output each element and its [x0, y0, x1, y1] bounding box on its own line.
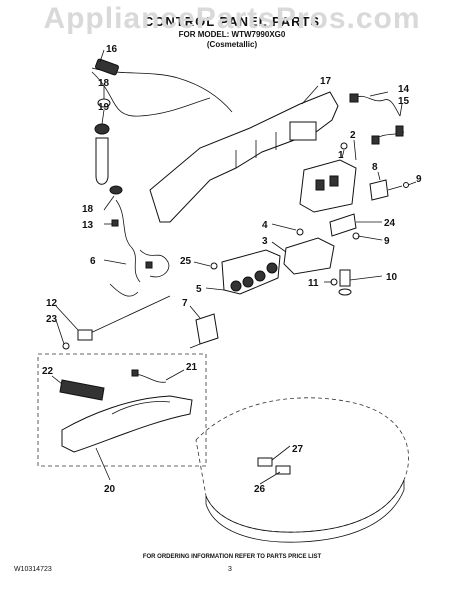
callout-1: 1	[338, 150, 344, 161]
page-number: 3	[228, 566, 232, 573]
callout-26: 26	[254, 484, 266, 495]
part-wire-12	[62, 295, 171, 350]
callout-19: 19	[98, 102, 110, 113]
inset-box	[37, 353, 207, 467]
document-number: W10314723	[14, 566, 52, 573]
callout-18: 18	[98, 78, 110, 89]
callout-20: 20	[104, 484, 116, 495]
leader-lines	[51, 49, 417, 485]
part-console	[149, 91, 339, 223]
callout-9: 9	[416, 174, 422, 185]
model-line: FOR MODEL: WTW7990XG0	[178, 30, 286, 39]
callout-24: 24	[384, 218, 396, 229]
variant-line: (Cosmetallic)	[206, 40, 258, 49]
part-nut-ring	[94, 98, 123, 195]
callout-7: 7	[182, 298, 188, 309]
callout-12: 12	[46, 298, 58, 309]
part-main-harness	[109, 199, 170, 297]
part-control-board	[299, 142, 357, 213]
callout-11: 11	[308, 278, 319, 289]
part-water-valve	[210, 249, 281, 295]
callout-14: 14	[398, 84, 410, 95]
ordering-footer: FOR ORDERING INFORMATION REFER TO PARTS …	[142, 554, 322, 560]
part-plate-24	[329, 213, 357, 237]
part-lid-panel	[61, 395, 193, 453]
part-inlet-hose	[91, 58, 233, 117]
callout-13: 13	[82, 220, 94, 231]
callout-labels: 16 18 19 17 14 15 2 1 8 9 18 13 4 24 3 9…	[42, 44, 422, 495]
callout-2: 2	[350, 130, 356, 141]
part-cabinet-top	[195, 397, 409, 543]
callout-22: 22	[42, 366, 54, 377]
part-part-10-11	[330, 269, 352, 296]
callout-21: 21	[186, 362, 198, 373]
callout-10: 10	[386, 272, 398, 283]
callout-6: 6	[90, 256, 96, 267]
callout-27: 27	[292, 444, 304, 455]
part-7	[189, 313, 219, 349]
callout-23: 23	[46, 314, 58, 325]
callout-16: 16	[106, 44, 118, 55]
callout-25: 25	[180, 256, 192, 267]
callout-4: 4	[262, 220, 268, 231]
callout-18-lower: 18	[82, 204, 94, 215]
callout-17: 17	[320, 76, 332, 87]
part-21	[131, 369, 167, 383]
callout-5: 5	[196, 284, 202, 295]
part-22	[59, 379, 105, 401]
part-wire-harness-top	[349, 93, 405, 145]
part-module	[283, 228, 360, 275]
callout-9-lower: 9	[384, 236, 390, 247]
diagram-title: CONTROL PANEL PARTS	[143, 14, 321, 29]
part-switch	[369, 179, 409, 201]
callout-15: 15	[398, 96, 410, 107]
callout-3: 3	[262, 236, 268, 247]
callout-8: 8	[372, 162, 378, 173]
